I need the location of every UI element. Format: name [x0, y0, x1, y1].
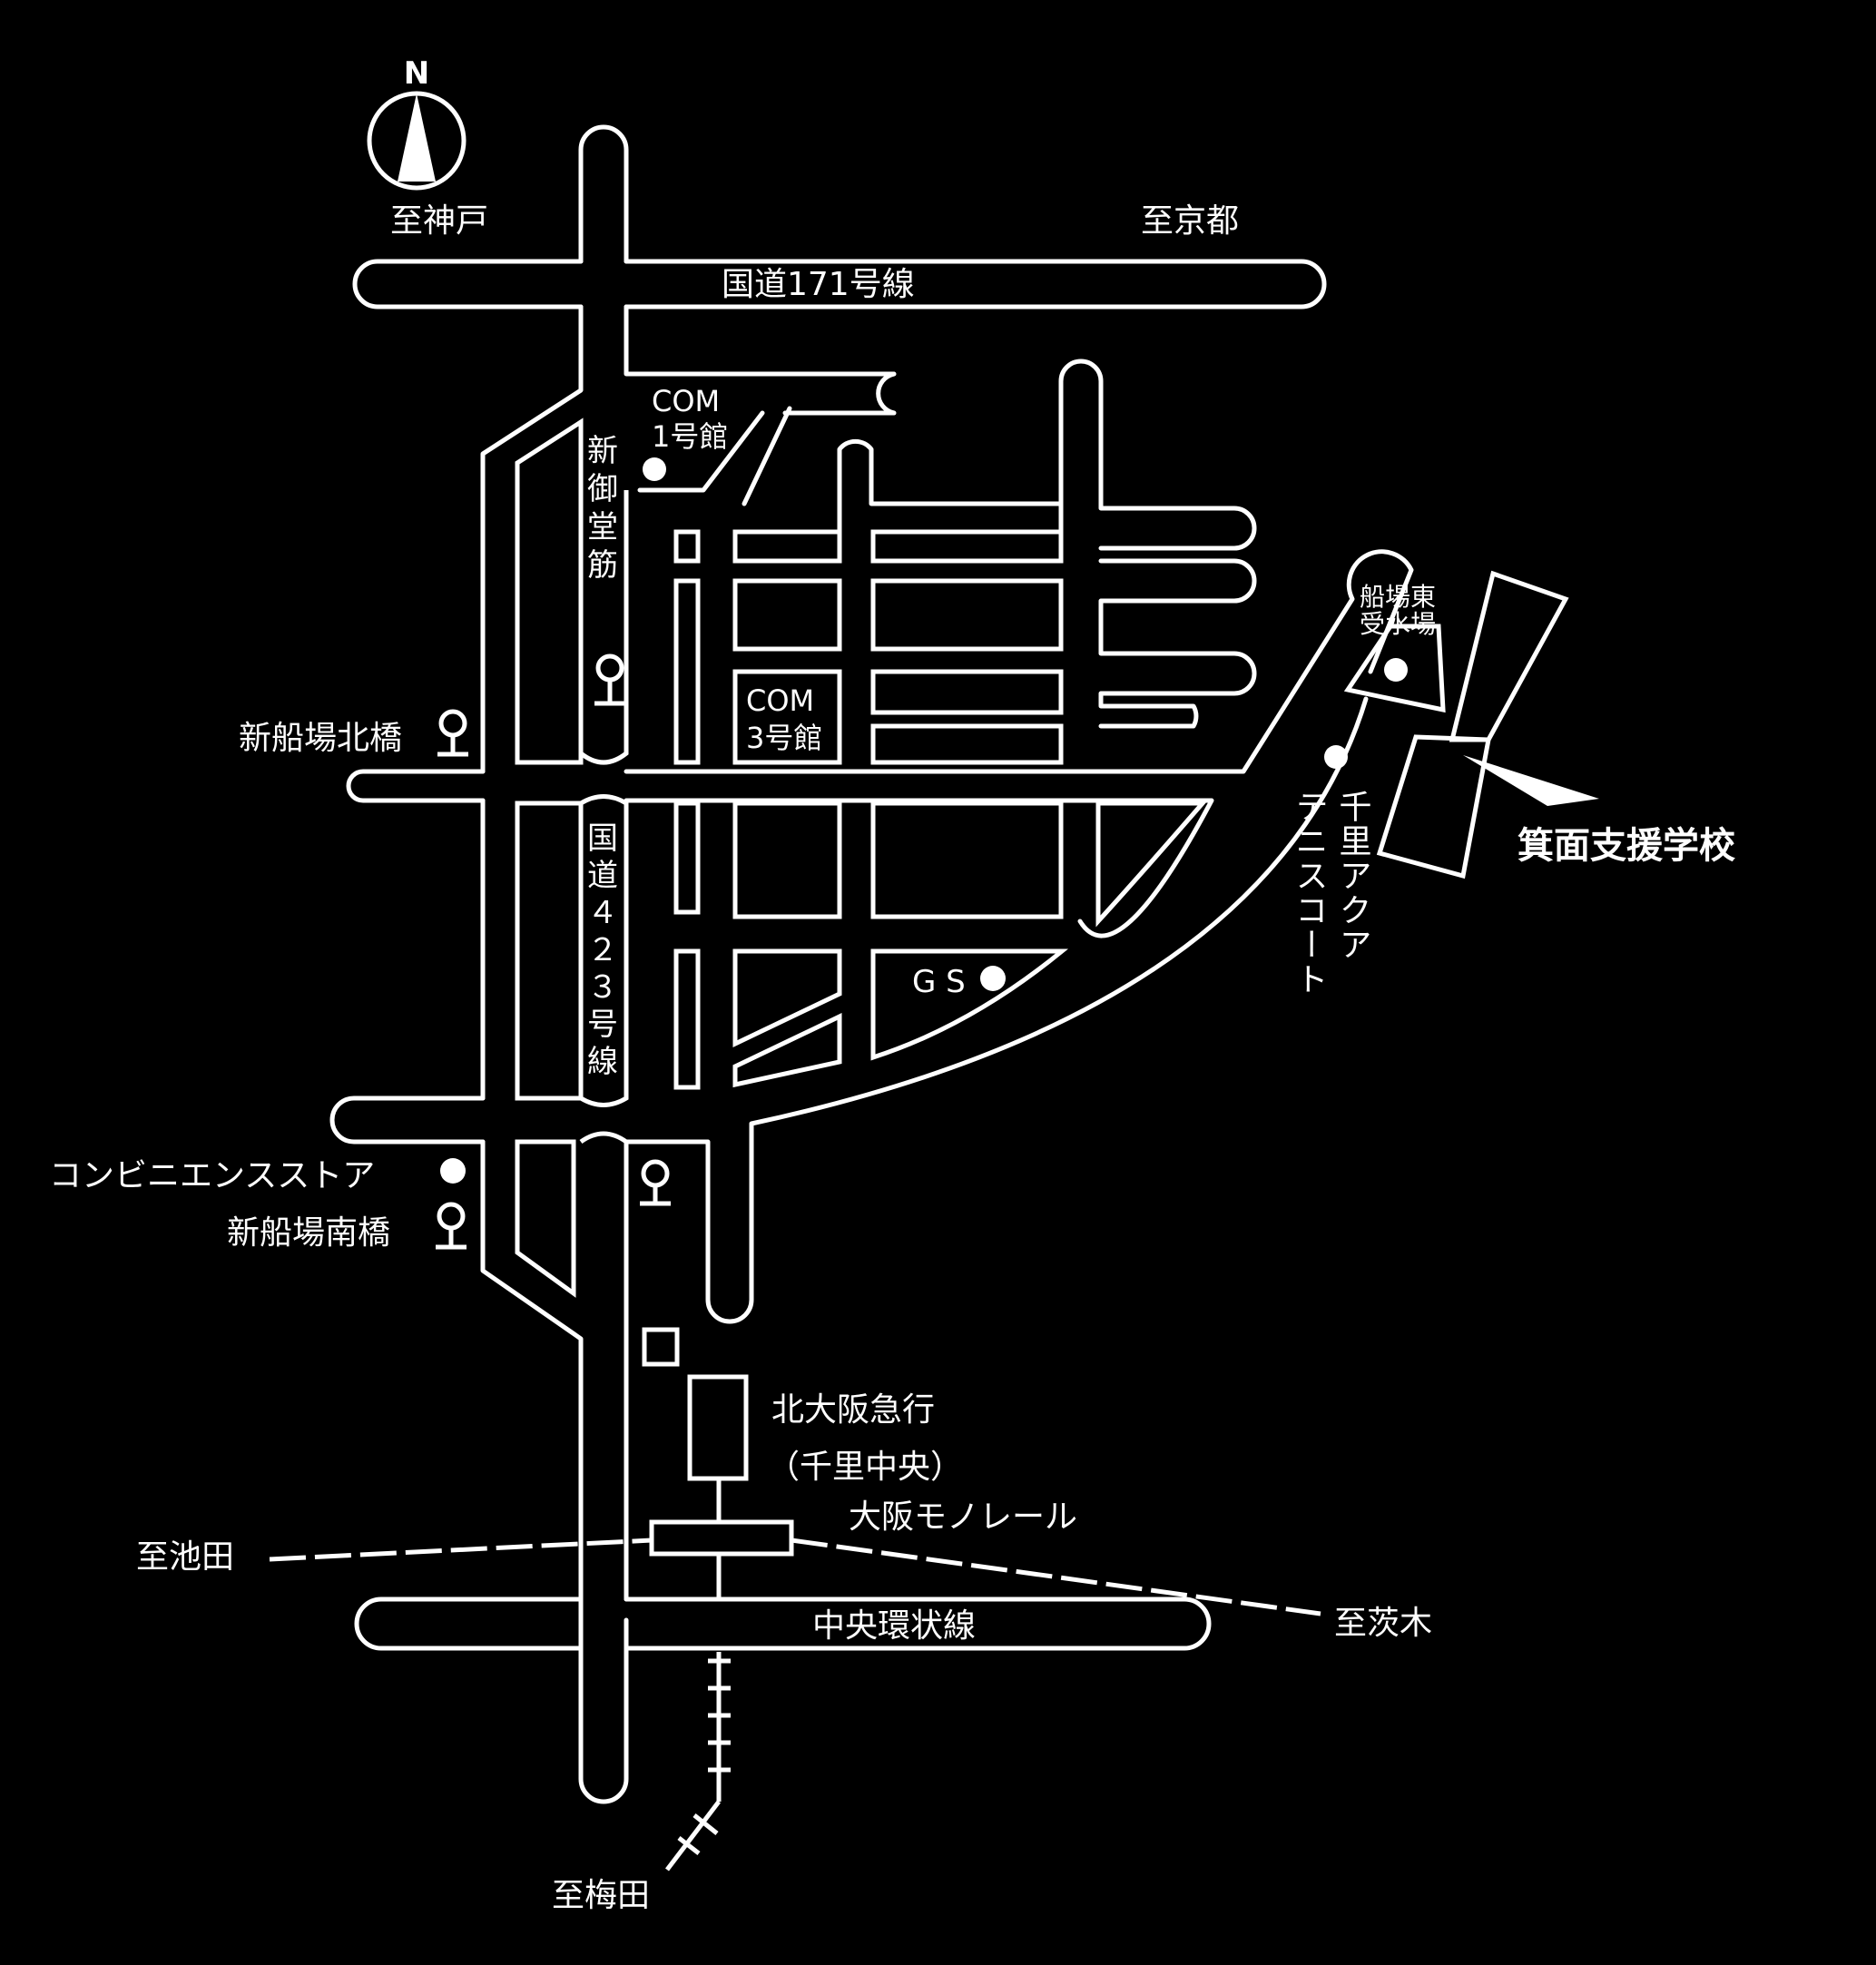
railways — [269, 1327, 1321, 1872]
school-site — [1343, 570, 1599, 879]
city-blocks — [637, 359, 1257, 1090]
gs-label: G S — [912, 964, 966, 1000]
north-arrow-icon: N — [367, 55, 467, 191]
pointer-arrow-icon — [1463, 755, 1599, 806]
svg-text:新: 新 — [587, 433, 618, 469]
route-171-road — [352, 259, 1327, 309]
chuo-kanjo-road — [354, 1597, 1212, 1651]
com1-label-line2: 1号館 — [652, 419, 728, 454]
tennis-label-line1: 千里アクア — [1334, 790, 1371, 962]
convenience-store-label: コンビニエンスストア — [49, 1157, 375, 1194]
pin-icon — [436, 1202, 467, 1250]
svg-text:筋: 筋 — [587, 547, 618, 584]
com1-label-line1: COM — [652, 384, 720, 418]
monorail-station — [649, 1519, 794, 1557]
tennis-label-line2: テニスコート — [1291, 790, 1328, 997]
svg-text:堂: 堂 — [587, 509, 618, 545]
school-label: 箕面支援学校 — [1517, 825, 1735, 867]
monorail-label: 大阪モノレール — [849, 1498, 1077, 1536]
direction-kobe: 至神戸 — [390, 202, 488, 240]
svg-text:２: ２ — [587, 932, 618, 968]
dot-icon — [1384, 658, 1408, 682]
svg-text:号: 号 — [587, 1007, 618, 1043]
station-small-building — [642, 1327, 680, 1367]
svg-text:４: ４ — [587, 895, 618, 931]
pin-icon — [594, 653, 625, 706]
funaba-josui-line1: 船場東 — [1360, 582, 1436, 612]
route-423-label: 国 道 ４ ２ ３ 号 線 — [587, 820, 618, 1080]
com3-label-line2: 3号館 — [746, 721, 822, 755]
kita-osaka-label: 北大阪急行 — [771, 1391, 935, 1429]
svg-text:国: 国 — [587, 820, 618, 857]
chuo-kanjo-label: 中央環状線 — [812, 1607, 976, 1645]
svg-text:３: ３ — [587, 969, 618, 1006]
pin-icon — [437, 709, 468, 757]
dot-icon — [643, 457, 666, 481]
main-north-south-road — [480, 124, 897, 1804]
direction-ibaraki: 至茨木 — [1334, 1605, 1432, 1642]
bridge-south-label: 新船場南橋 — [227, 1214, 390, 1252]
direction-umeda: 至梅田 — [552, 1877, 650, 1914]
senri-chuo-label: （千里中央） — [767, 1449, 963, 1486]
bridge-north-label: 新船場北橋 — [239, 720, 402, 757]
shinmidosuji-label: 新 御 堂 筋 — [587, 433, 618, 584]
funaba-josui-line2: 受水場 — [1360, 609, 1436, 639]
pin-icon — [640, 1159, 671, 1206]
svg-text:御: 御 — [587, 471, 618, 507]
compass-label: N — [404, 55, 429, 92]
direction-ikeda: 至池田 — [136, 1538, 234, 1576]
dot-icon — [440, 1158, 466, 1184]
svg-text:道: 道 — [587, 858, 618, 894]
cross-streets — [329, 549, 1414, 1324]
svg-text:線: 線 — [587, 1044, 618, 1080]
dot-icon — [980, 966, 1006, 991]
dot-icon — [1324, 745, 1348, 769]
direction-kyoto: 至京都 — [1141, 202, 1239, 240]
com3-label-line1: COM — [746, 683, 814, 718]
route-171-label: 国道171号線 — [722, 266, 915, 303]
